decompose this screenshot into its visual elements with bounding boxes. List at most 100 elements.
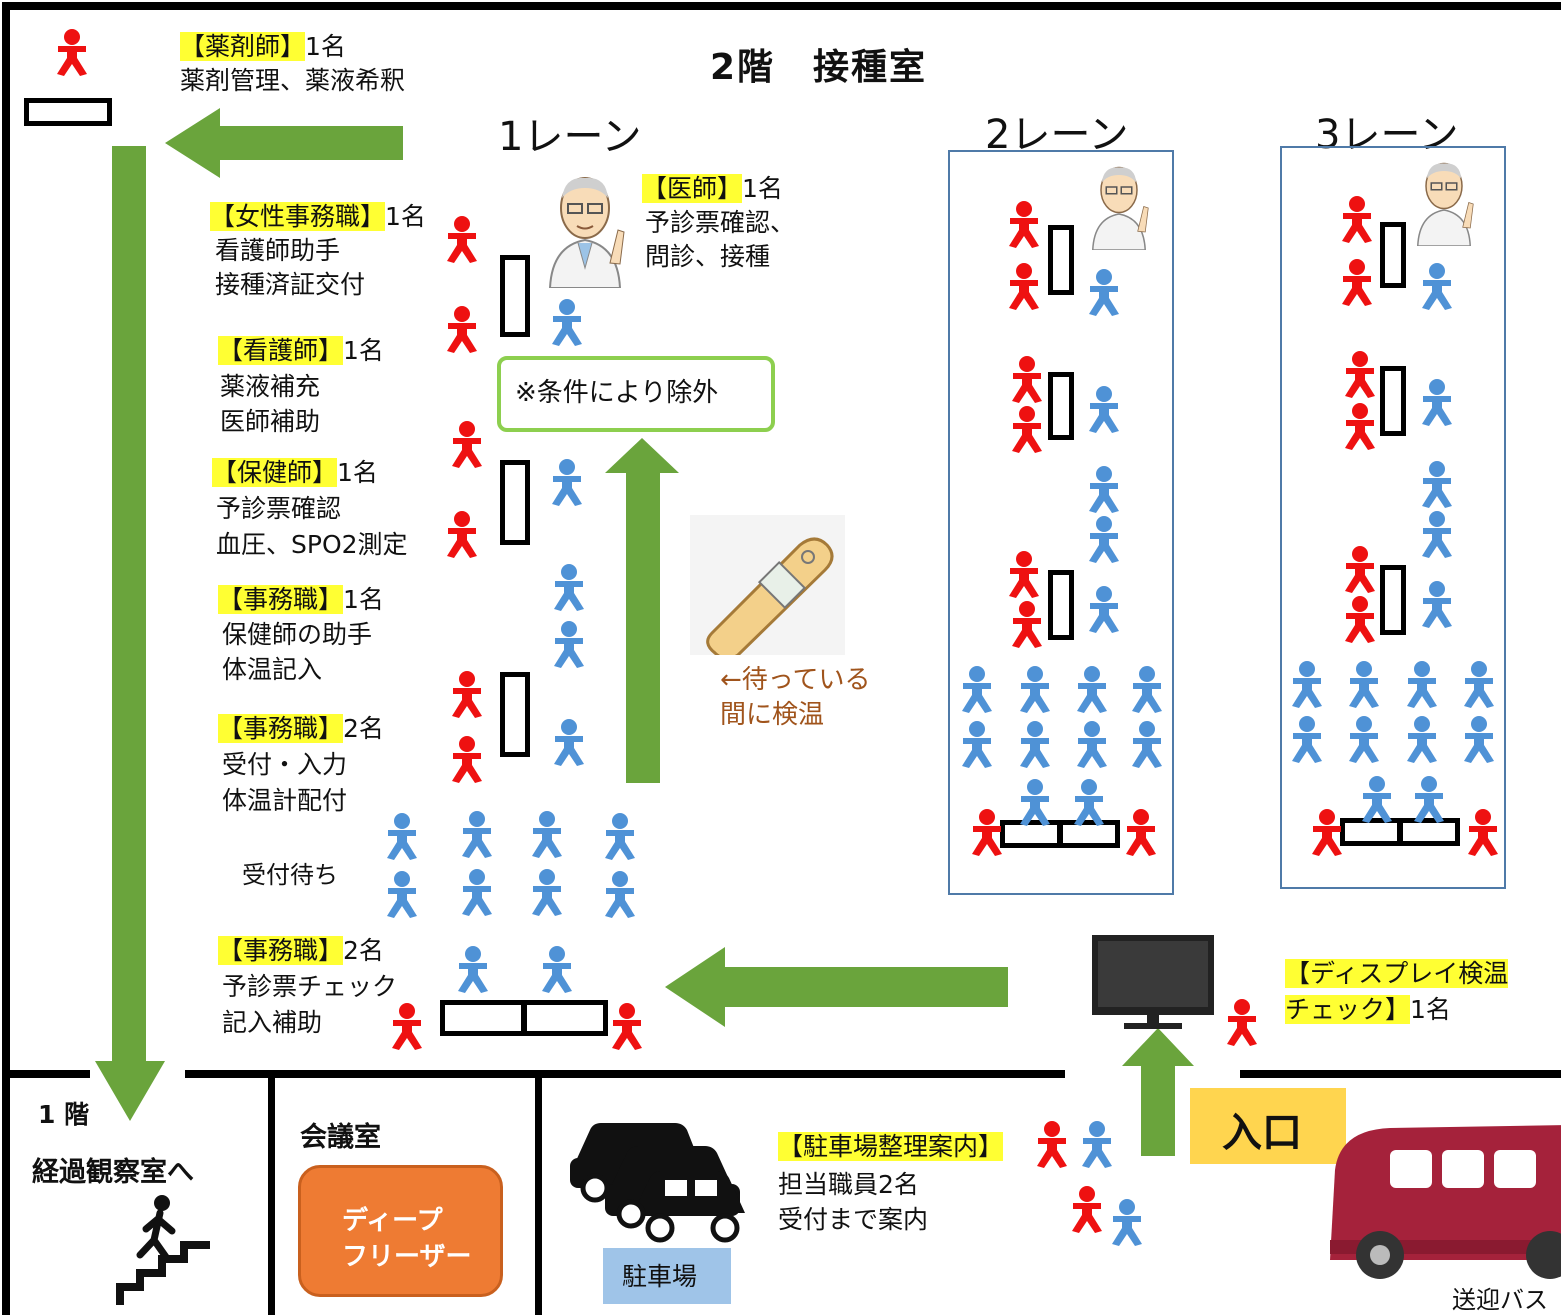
pharmacist-duties: 薬剤管理、薬液希釈 <box>180 66 406 95</box>
patient-person-icon <box>605 871 635 918</box>
entrance-box <box>1190 1088 1346 1164</box>
bus-label: 送迎バス <box>1452 1286 1548 1314</box>
stairs-icon <box>116 1195 210 1305</box>
patient-person-icon <box>1089 586 1119 633</box>
patient-person-icon <box>1112 1199 1142 1246</box>
observation-room-label: 経過観察室へ <box>32 1157 194 1188</box>
patient-person-icon <box>1020 721 1050 768</box>
staff-person-icon <box>452 421 482 468</box>
arrow-down-left <box>95 146 165 1121</box>
nurse-duty-1: 薬液補充 <box>220 372 321 401</box>
patient-person-icon <box>458 946 488 993</box>
meeting-room-label: 会議室 <box>300 1122 381 1153</box>
clerk-2-label: 【事務職】2名 <box>218 714 384 743</box>
arrow-left-bottom <box>665 947 1008 1027</box>
lane-3-desk <box>1380 565 1406 635</box>
patient-person-icon <box>1020 666 1050 713</box>
staff-person-icon <box>1342 196 1372 243</box>
patient-person-icon <box>1074 779 1104 826</box>
staff-person-icon <box>1468 809 1498 856</box>
patient-person-icon <box>1020 779 1050 826</box>
wall-divider <box>535 1070 542 1315</box>
condition-box <box>497 356 775 432</box>
lane-2-desk <box>1048 225 1074 295</box>
display-monitor-icon <box>1092 935 1214 1029</box>
staff-person-icon <box>1072 1186 1102 1233</box>
lane-2-desk-front <box>1058 820 1120 848</box>
display-check-label-1: 【ディスプレイ検温 <box>1285 959 1509 988</box>
staff-person-icon <box>1345 546 1375 593</box>
patient-person-icon <box>1349 661 1379 708</box>
deep-freezer-label-2: フリーザー <box>342 1242 472 1272</box>
doctor-illustration-icon <box>548 177 625 288</box>
lane-1-title: 1レーン <box>498 114 642 160</box>
patient-person-icon <box>1292 716 1322 763</box>
clerk-3-duty-1: 予診票チェック <box>222 972 398 1001</box>
health-nurse-duty-2: 血圧、SPO2測定 <box>216 530 408 559</box>
first-floor-label: 1 階 <box>38 1100 90 1129</box>
staff-person-icon <box>1009 551 1039 598</box>
patient-person-icon <box>1082 1121 1112 1168</box>
lane-3-box <box>1280 146 1506 889</box>
patient-person-icon <box>1077 721 1107 768</box>
staff-person-icon <box>1012 601 1042 648</box>
waiting-label: 受付待ち <box>242 861 338 889</box>
cars-icon <box>570 1123 745 1243</box>
staff-person-icon <box>57 29 87 76</box>
doctor-label: 【医師】1名 <box>642 174 783 203</box>
patient-person-icon <box>552 459 582 506</box>
staff-person-icon <box>447 216 477 263</box>
patient-person-icon <box>542 946 572 993</box>
clerk-2-duty-1: 受付・入力 <box>222 750 348 779</box>
staff-person-icon <box>1227 999 1257 1046</box>
patient-person-icon <box>1362 776 1392 823</box>
arrow-left-top <box>165 108 403 178</box>
patient-person-icon <box>462 869 492 916</box>
patient-person-icon <box>554 621 584 668</box>
staff-person-icon <box>1012 356 1042 403</box>
lane-2-desk <box>1048 570 1074 640</box>
patient-person-icon <box>1349 716 1379 763</box>
lane-1-desk-doctor <box>500 255 530 337</box>
staff-person-icon <box>1345 596 1375 643</box>
patient-person-icon <box>605 813 635 860</box>
patient-person-icon <box>1422 263 1452 310</box>
clerk-1-label: 【事務職】1名 <box>218 585 384 614</box>
staff-person-icon <box>1345 403 1375 450</box>
patient-person-icon <box>1407 716 1437 763</box>
patient-person-icon <box>1292 661 1322 708</box>
deep-freezer-label-1: ディープ <box>342 1206 443 1236</box>
temp-note-2: 間に検温 <box>720 700 825 730</box>
patient-person-icon <box>1422 511 1452 558</box>
staff-person-icon <box>1009 201 1039 248</box>
display-check-label-2: チェック】1名 <box>1285 995 1451 1024</box>
lane-3-desk <box>1380 366 1406 436</box>
arrow-up-entrance <box>1122 1028 1194 1156</box>
staff-person-icon <box>1009 263 1039 310</box>
staff-person-icon <box>1012 406 1042 453</box>
parking-guide-duty-2: 受付まで案内 <box>778 1205 929 1234</box>
wall-divider <box>268 1070 275 1315</box>
staff-person-icon <box>447 511 477 558</box>
female-clerk-label: 【女性事務職】1名 <box>210 202 426 231</box>
patient-person-icon <box>1464 661 1494 708</box>
staff-person-icon <box>1312 809 1342 856</box>
patient-person-icon <box>387 871 417 918</box>
wall-segment <box>185 1070 1065 1078</box>
patient-person-icon <box>962 721 992 768</box>
patient-person-icon <box>1089 466 1119 513</box>
staff-person-icon <box>447 306 477 353</box>
parking-label: 駐車場 <box>622 1262 698 1291</box>
staff-person-icon <box>452 736 482 783</box>
pharmacist-desk <box>24 98 112 126</box>
lane-2-desk <box>1048 372 1074 440</box>
lane-3-title: 3レーン <box>1315 112 1459 158</box>
health-nurse-duty-1: 予診票確認 <box>216 494 342 523</box>
staff-person-icon <box>972 809 1002 856</box>
patient-person-icon <box>1422 581 1452 628</box>
clerk-3-duty-2: 記入補助 <box>222 1008 323 1037</box>
pharmacist-label: 【薬剤師】1名 <box>180 32 346 61</box>
clerk-1-duty-1: 保健師の助手 <box>222 620 373 649</box>
